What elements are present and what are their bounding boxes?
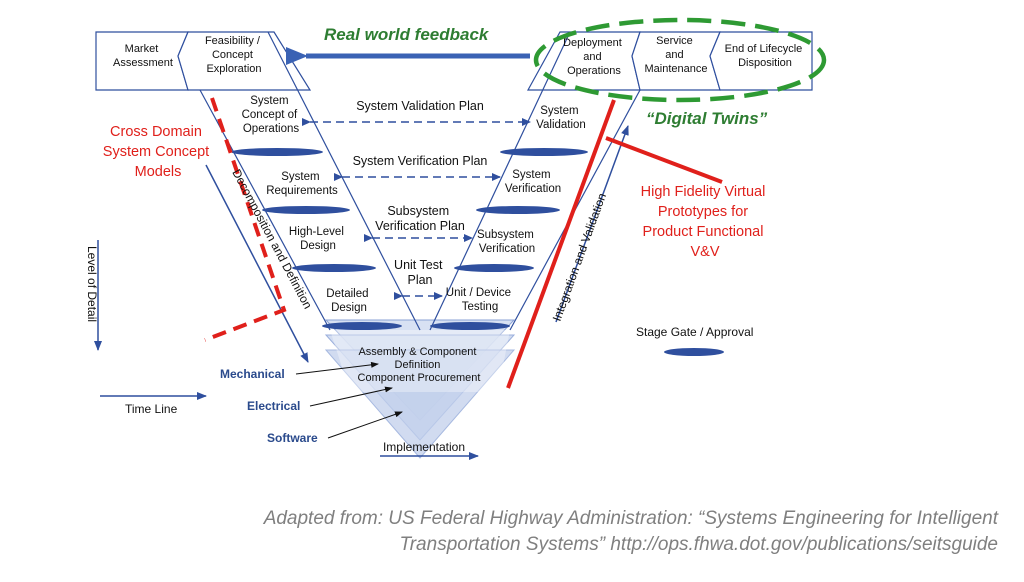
stage-assembly: Assembly & Component Definition Componen… (358, 346, 481, 384)
stage-market-assessment: Market Assessment (113, 43, 173, 69)
stage-gate-marker (500, 148, 588, 156)
plan-arrows (302, 118, 531, 300)
plan-unit-test: Unit Test Plan (394, 258, 446, 287)
top-row-stages (95, 31, 813, 91)
stage-gates (231, 148, 724, 356)
cross-domain-label: Cross Domain System Concept Models (103, 124, 213, 180)
time-line-label: Time Line (125, 402, 178, 416)
stage-gate-legend-label: Stage Gate / Approval (636, 325, 753, 339)
stage-end-of-lifecycle: End of Lifecycle Disposition (725, 43, 806, 69)
stage-subsystem-verification: Subsystem Verification (477, 229, 537, 255)
stage-unit-device-testing: Unit / Device Testing (446, 287, 514, 313)
stage-deployment: Deployment and Operations (563, 37, 625, 77)
citation-line: Adapted from: US Federal Highway Adminis… (263, 508, 998, 529)
stage-detailed-design: Detailed Design (326, 288, 371, 314)
discipline-software: Software (267, 431, 318, 445)
stage-system-verification: System Verification (505, 169, 561, 195)
stage-gate-marker (476, 206, 560, 214)
stage-system-requirements: System Requirements (266, 171, 338, 197)
discipline-mechanical: Mechanical (220, 367, 285, 381)
level-of-detail-label: Level of Detail (85, 246, 99, 322)
stage-service: Service and Maintenance (645, 35, 708, 75)
stage-high-level-design: High-Level Design (289, 226, 347, 252)
stage-feasibility: Feasibility / Concept Exploration (205, 35, 263, 75)
plan-system-validation: System Validation Plan (356, 99, 484, 113)
stage-gate-marker (430, 322, 510, 330)
red-annotations (204, 97, 723, 389)
citation: Adapted from: US Federal Highway Adminis… (150, 506, 998, 558)
real-world-feedback-label: Real world feedback (324, 25, 490, 44)
discipline-arrows (295, 361, 403, 439)
axis-arrows (94, 125, 629, 460)
stage-gate-marker (231, 148, 323, 156)
digital-twins-label: “Digital Twins” (646, 109, 768, 128)
discipline-electrical: Electrical (247, 399, 300, 413)
plan-system-verification: System Verification Plan (353, 154, 488, 168)
stage-gate-marker (322, 322, 402, 330)
stage-system-validation: System Validation (536, 105, 586, 131)
plan-subsystem-verification: Subsystem Verification Plan (375, 204, 465, 233)
citation-line: Transportation Systems” http://ops.fhwa.… (399, 534, 998, 555)
implementation-label: Implementation (383, 440, 465, 454)
implementation-funnel (324, 319, 516, 459)
stage-gate-marker (454, 264, 534, 272)
stage-gate-legend-marker (664, 348, 724, 356)
stage-gate-marker (262, 206, 350, 214)
stage-concept-of-operations: System Concept of Operations (242, 95, 301, 135)
high-fidelity-label: High Fidelity Virtual Prototypes for Pro… (641, 184, 770, 260)
stage-gate-marker (292, 264, 376, 272)
digital-twins-ellipse (533, 17, 827, 103)
